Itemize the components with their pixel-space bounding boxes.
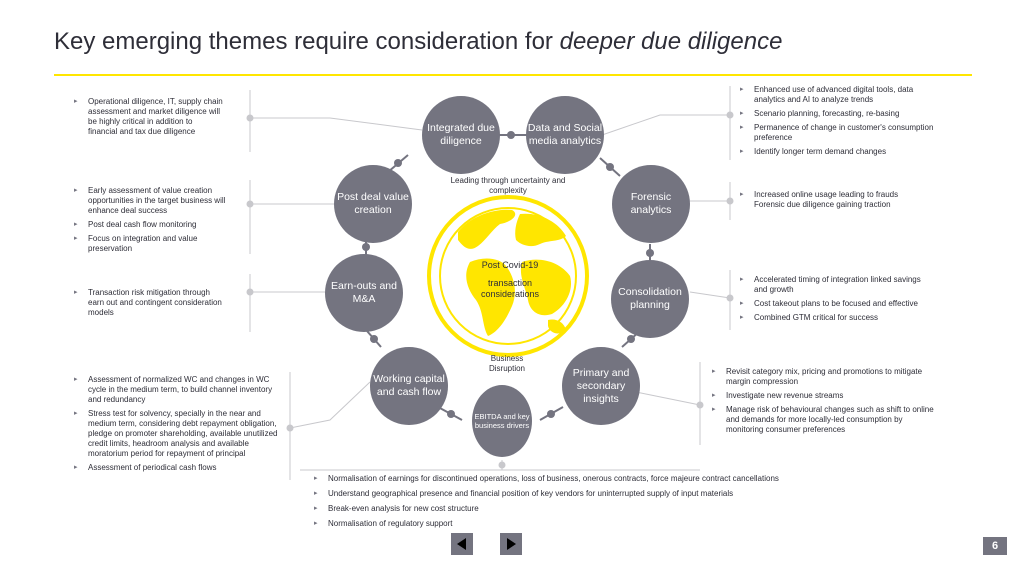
globe-center-line1: Post Covid-19 — [481, 260, 539, 270]
callout-item: Identify longer term demand changes — [740, 147, 940, 157]
callout-item: Understand geographical presence and fin… — [314, 489, 874, 499]
callout-item: Break-even analysis for new cost structu… — [314, 504, 874, 514]
callout-item: Assessment of periodical cash flows — [74, 463, 280, 473]
callout-item: Permanence of change in customer's consu… — [740, 123, 940, 143]
node-consolidation-planning: Consolidation planning — [611, 260, 689, 338]
node-post-deal-value-creation: Post deal value creation — [334, 165, 412, 243]
callout-item: Stress test for solvency, specially in t… — [74, 409, 280, 459]
previous-slide-button[interactable] — [451, 533, 473, 555]
callout-working-capital: Assessment of normalized WC and changes … — [74, 375, 280, 477]
callout-item: Post deal cash flow monitoring — [74, 220, 234, 230]
node-forensic-analytics: Forensic analytics — [612, 165, 690, 243]
callout-item: Combined GTM critical for success — [740, 313, 930, 323]
node-integrated-due-diligence: Integrated due diligence — [422, 96, 500, 174]
callout-integrated: Operational diligence, IT, supply chain … — [74, 97, 224, 141]
callout-item: Normalisation of earnings for discontinu… — [314, 474, 874, 484]
callout-earnouts: Transaction risk mitigation through earn… — [74, 288, 224, 322]
callout-post-deal: Early assessment of value creation oppor… — [74, 186, 234, 258]
callout-item: Accelerated timing of integration linked… — [740, 275, 930, 295]
callout-item: Cost takeout plans to be focused and eff… — [740, 299, 930, 309]
slide-title: Key emerging themes require consideratio… — [54, 28, 782, 56]
callout-forensic: Increased online usage leading to frauds… — [740, 190, 930, 214]
callout-item: Enhanced use of advanced digital tools, … — [740, 85, 940, 105]
globe-top-label: Leading through uncertainty and complexi… — [450, 176, 566, 195]
callout-item: Increased online usage leading to frauds… — [740, 190, 930, 210]
node-ebitda-key-drivers: EBITDA and key business drivers — [472, 385, 532, 457]
callout-item: Assessment of normalized WC and changes … — [74, 375, 280, 405]
callout-primary-secondary: Revisit category mix, pricing and promot… — [712, 367, 938, 439]
globe-icon — [458, 209, 572, 336]
callout-item: Revisit category mix, pricing and promot… — [712, 367, 938, 387]
callout-item: Transaction risk mitigation through earn… — [74, 288, 224, 318]
next-slide-button[interactable] — [500, 533, 522, 555]
triangle-left-icon — [457, 538, 466, 550]
callout-ebitda: Normalisation of earnings for discontinu… — [314, 474, 874, 534]
page-number: 6 — [983, 537, 1007, 555]
callout-item: Manage risk of behavioural changes such … — [712, 405, 938, 435]
callout-item: Operational diligence, IT, supply chain … — [74, 97, 224, 137]
callout-item: Scenario planning, forecasting, re-basin… — [740, 109, 940, 119]
globe-center-line2: transaction considerations — [480, 278, 540, 299]
callout-item: Investigate new revenue streams — [712, 391, 938, 401]
node-primary-secondary-insights: Primary and secondary insights — [562, 347, 640, 425]
globe-bottom-label: Business Disruption — [488, 354, 525, 373]
title-main: Key emerging themes require consideratio… — [54, 28, 560, 55]
node-working-capital-cash-flow: Working capital and cash flow — [370, 347, 448, 425]
node-data-social-media-analytics: Data and Social media analytics — [526, 96, 604, 174]
triangle-right-icon — [507, 538, 516, 550]
title-emphasis: deeper due diligence — [559, 28, 783, 55]
callout-data-social: Enhanced use of advanced digital tools, … — [740, 85, 940, 161]
callout-item: Early assessment of value creation oppor… — [74, 186, 234, 216]
title-underline — [54, 74, 972, 76]
node-earnouts-mna: Earn-outs and M&A — [325, 254, 403, 332]
callout-item: Normalisation of regulatory support — [314, 519, 874, 529]
globe-outer-ring — [427, 195, 589, 357]
callout-consolidation: Accelerated timing of integration linked… — [740, 275, 930, 327]
callout-item: Focus on integration and value preservat… — [74, 234, 234, 254]
